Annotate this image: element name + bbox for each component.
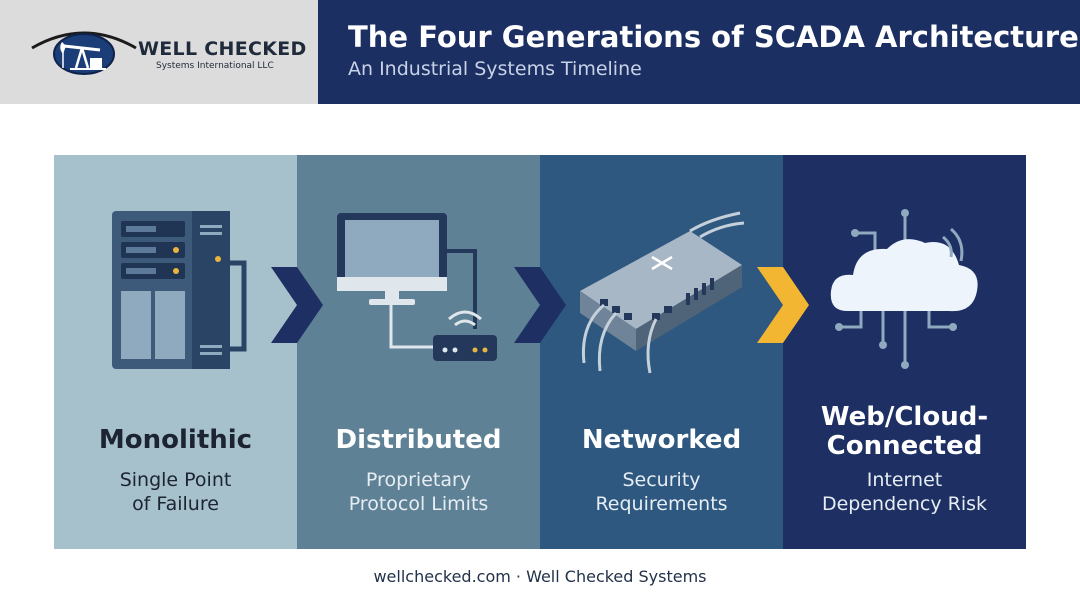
server-rack-icon	[112, 211, 247, 369]
timeline-panels: Web/Cloud- Connected Internet Dependency…	[54, 155, 1026, 549]
generation-panel-networked	[514, 155, 783, 549]
logo-area: WELL CHECKED Systems International LLC	[0, 0, 318, 104]
brand-tagline: Systems International LLC	[156, 61, 274, 71]
generation-panel-web-cloud: Web/Cloud- Connected Internet Dependency…	[757, 155, 1026, 549]
generation-description: Internet Dependency Risk	[821, 469, 988, 515]
footer-text: wellchecked.com · Well Checked Systems	[373, 567, 707, 586]
cloud-icon	[830, 209, 978, 369]
generation-title: Networked	[581, 425, 742, 455]
generation-text-networked: Networked Security Requirements	[540, 155, 783, 549]
page-title: The Four Generations of SCADA Architectu…	[348, 20, 1079, 54]
generation-title: Monolithic	[98, 425, 253, 455]
chevron-right-icon	[271, 267, 323, 343]
chevron-right-icon	[514, 267, 566, 343]
generation-title: Distributed	[335, 425, 502, 455]
generation-description: Single Point of Failure	[119, 469, 232, 515]
page-subtitle: An Industrial Systems Timeline	[348, 58, 642, 80]
network-switch-icon	[580, 211, 745, 374]
header-banner: The Four Generations of SCADA Architectu…	[318, 0, 1080, 104]
generation-description: Proprietary Protocol Limits	[348, 469, 489, 515]
generation-text-monolithic: Monolithic Single Point of Failure	[54, 155, 297, 549]
generation-text-distributed: Distributed Proprietary Protocol Limits	[297, 155, 540, 549]
chevron-right-highlight-icon	[757, 267, 809, 343]
workstation-router-icon	[337, 213, 497, 361]
brand-name: WELL CHECKED	[138, 38, 307, 60]
generation-description: Security Requirements	[595, 469, 728, 515]
generation-title: Web/Cloud- Connected	[820, 402, 989, 461]
generation-panel-distributed	[271, 155, 540, 549]
generation-panel-monolithic	[54, 155, 297, 549]
pumpjack-logo-icon	[31, 31, 137, 75]
